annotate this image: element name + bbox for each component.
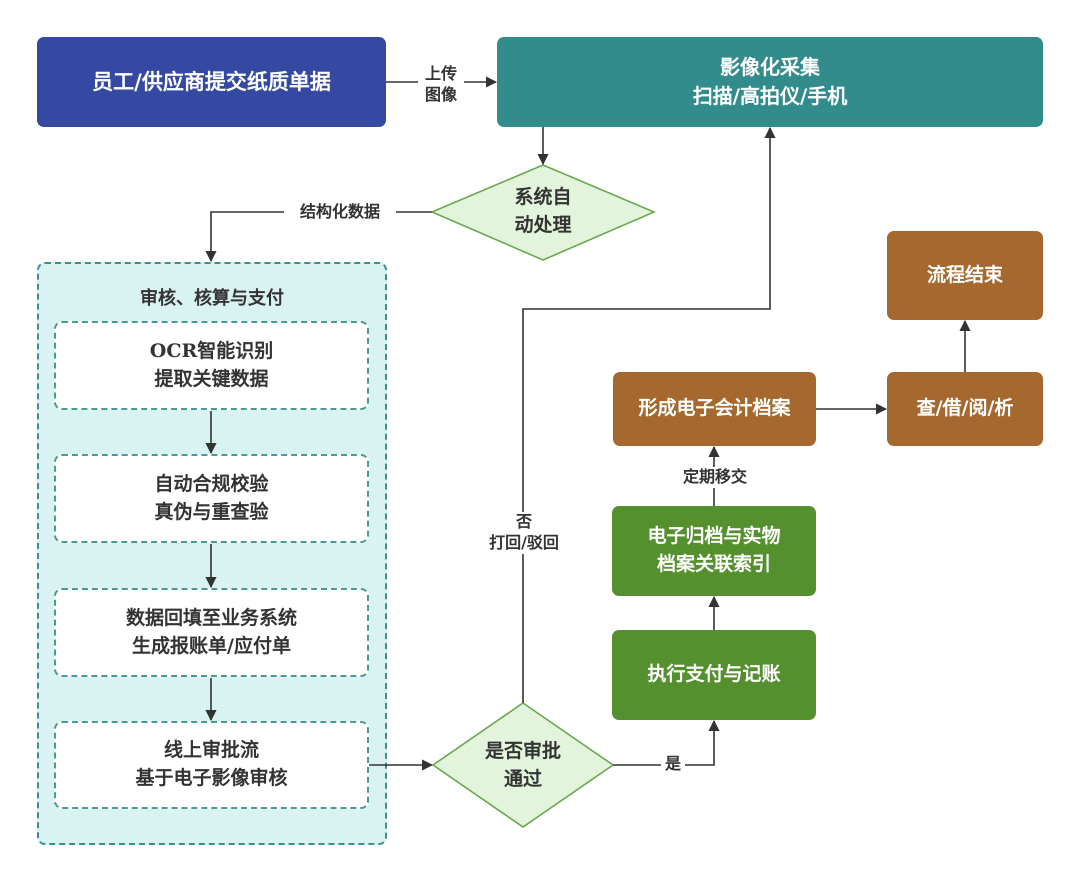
consult-node-label: 查/借/阅/析: [916, 397, 1014, 420]
pay-node-label: 执行支付与记账: [647, 663, 781, 686]
process-end-node[interactable]: 流程结束: [887, 231, 1043, 320]
consult-node[interactable]: 查/借/阅/析: [887, 372, 1043, 446]
submit-node-label: 员工/供应商提交纸质单据: [92, 68, 331, 94]
edge-label-upload: 上传 图像: [418, 64, 464, 106]
payment-bookkeeping-node[interactable]: 执行支付与记账: [612, 630, 816, 720]
edge-label-structured-data: 结构化数据: [284, 202, 396, 223]
e-archive-node-label: 形成电子会计档案: [638, 397, 791, 420]
submit-paper-documents-node[interactable]: 员工/供应商提交纸质单据: [37, 37, 386, 127]
ocr-recognition-node[interactable]: OCR智能识别 提取关键数据: [54, 321, 369, 410]
image-capture-node[interactable]: 影像化采集 扫描/高拍仪/手机: [497, 37, 1043, 127]
archive-index-node[interactable]: 电子归档与实物 档案关联索引: [612, 506, 816, 596]
archive-index-node-label: 电子归档与实物 档案关联索引: [647, 525, 781, 575]
approval-node-label: 线上审批流 基于电子影像审核: [135, 739, 288, 789]
edge-label-transfer: 定期移交: [674, 467, 756, 488]
edge-label-reject: 否 打回/驳回: [473, 512, 575, 554]
auto-process-label: 系统自 动处理: [514, 186, 572, 236]
electronic-archive-node[interactable]: 形成电子会计档案: [613, 372, 816, 446]
review-group-title: 审核、核算与支付: [140, 288, 284, 309]
approved-decision-label: 是否审批 通过: [484, 740, 561, 790]
data-backfill-node[interactable]: 数据回填至业务系统 生成报账单/应付单: [54, 588, 369, 677]
compliance-check-node[interactable]: 自动合规校验 真伪与重查验: [54, 454, 369, 543]
online-approval-node[interactable]: 线上审批流 基于电子影像审核: [54, 721, 369, 809]
edge-label-yes: 是: [661, 754, 685, 775]
backfill-node-label: 数据回填至业务系统 生成报账单/应付单: [125, 606, 297, 657]
capture-node-label: 影像化采集 扫描/高拍仪/手机: [692, 55, 848, 108]
compliance-node-label: 自动合规校验 真伪与重查验: [154, 472, 269, 523]
end-node-label: 流程结束: [926, 263, 1003, 286]
ocr-node-label: OCR智能识别 提取关键数据: [149, 339, 274, 390]
